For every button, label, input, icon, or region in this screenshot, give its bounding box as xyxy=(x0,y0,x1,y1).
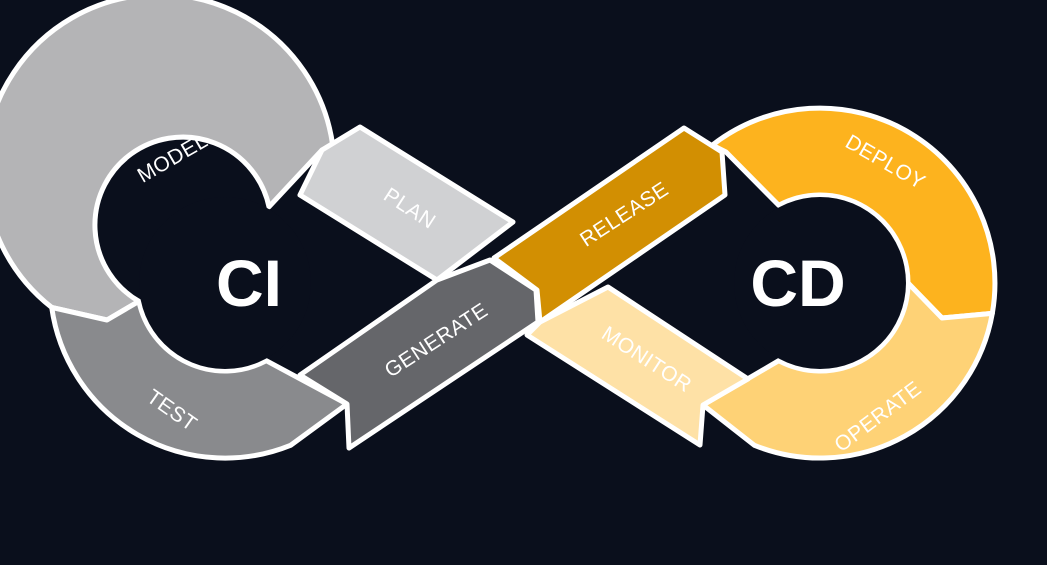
stage-deploy xyxy=(709,105,998,321)
stage-test xyxy=(49,298,350,461)
stage-release xyxy=(491,125,728,325)
stage-model xyxy=(0,0,336,323)
ci-hole xyxy=(139,197,311,369)
loop-label-ci: CI xyxy=(216,246,282,320)
stage-operate xyxy=(700,280,995,461)
cd-hole xyxy=(734,197,906,369)
stage-plan xyxy=(297,124,516,283)
loop-label-cd: CD xyxy=(750,246,845,320)
